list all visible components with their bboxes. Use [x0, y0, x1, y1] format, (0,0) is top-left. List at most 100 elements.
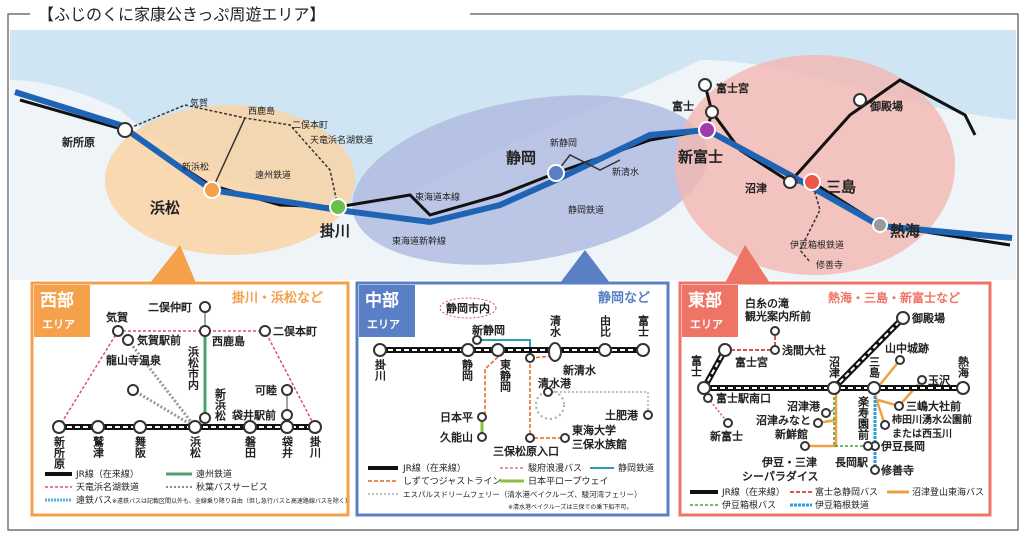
central-tag: 中部 [365, 290, 399, 311]
legend-label: 駿府浪漫バス [528, 462, 582, 474]
label-fujinomiya: 富士宮 [716, 81, 749, 95]
label-shinhamamatsu: 新浜松 [182, 161, 209, 173]
station-label: 舞阪 [134, 435, 147, 459]
legend-label: JR線（在来線） [721, 486, 785, 498]
station-label: 沼津みなと [756, 413, 811, 427]
east-tag: 東部 [688, 290, 722, 311]
label-mishima: 三島 [826, 178, 856, 196]
station-label: 西鹿島 [212, 334, 245, 348]
station-label: 新浜松 [214, 387, 227, 422]
legend-label: 伊豆箱根鉄道 [815, 499, 869, 511]
legend-label: 日本平ロープウェイ [528, 475, 608, 487]
station-label: 富士駅南口 [716, 391, 771, 405]
label-enshu: 遠州鉄道 [255, 169, 291, 181]
station-label: 静岡 [461, 358, 474, 382]
station-hamamatsu [203, 181, 221, 199]
station-label: 静岡市内 [446, 301, 490, 315]
station-label: 玉沢 [928, 373, 951, 387]
west-subtitle: 掛川・浜松など [232, 290, 323, 306]
legend-label: 静岡鉄道 [618, 462, 654, 474]
station-label: 御殿場 [911, 311, 945, 325]
label-shizutetsu: 静岡鉄道 [568, 204, 604, 216]
station-label: 富士 [690, 354, 703, 377]
station-label: 富士宮 [735, 355, 768, 369]
label-kiga: 気賀 [190, 97, 208, 109]
station-label: 楽寿園前 [857, 395, 871, 441]
label-atami: 熱海 [890, 222, 920, 240]
station-kakegawa [329, 198, 347, 216]
legend-label: しずてつジャストライン [403, 476, 501, 487]
station-gotemba [853, 93, 867, 107]
label-nishikajima: 西鹿島 [248, 105, 275, 117]
label-futamatahonmachi: 二俣本町 [292, 119, 328, 131]
station-label: 由比 [599, 314, 612, 338]
station-label: 観光案内所前 [745, 309, 811, 323]
station-label: 新所原 [53, 435, 66, 470]
station-label: シーパラダイス [742, 469, 819, 483]
station-label: 東海大学 [572, 423, 616, 437]
east-legend: JR線（在来線） 富士急静岡バス 沼津登山東海バス 伊豆箱根バス 伊豆箱根鉄道 [690, 486, 984, 511]
station-label: 柿田川湧水公園前 [892, 413, 972, 426]
station-label: 二俣仲町 [148, 300, 192, 314]
east-area-panel: 東部 エリア 熱海・三島・新富士など 白糸の滝 観光案内所前 浅間大社 富士宮 … [678, 281, 992, 517]
east-stations [697, 311, 970, 475]
page-title: 【ふじのくに家康公きっぷ周遊エリア】 [38, 5, 325, 24]
legend-label: JR線（在来線） [402, 462, 466, 474]
station-label: 伊豆・三津 [761, 455, 817, 469]
station-label: 可睦 [255, 383, 277, 397]
station-label: 新静岡 [472, 323, 505, 337]
label-izuhakone: 伊豆箱根鉄道 [790, 239, 844, 251]
station-label: 長岡駅 [835, 456, 868, 469]
station-label: 気賀 [106, 310, 128, 324]
station-label: 掛川 [374, 358, 388, 381]
station-label: または西玉川 [892, 428, 952, 440]
station-label: 新鮮館 [775, 427, 808, 441]
station-label: 三嶋大社前 [906, 399, 961, 413]
label-tenhama: 天竜浜名湖鉄道 [310, 134, 373, 146]
station-label: 浜松 [189, 435, 202, 459]
station-shizuoka [547, 164, 565, 182]
label-numazu: 沼津 [745, 181, 767, 195]
label-shuzenji: 修善寺 [816, 259, 843, 271]
station-label: 土肥港 [605, 408, 639, 422]
station-label: 清水 [549, 314, 562, 338]
label-tokaido-shinkansen: 東海道新幹線 [392, 235, 446, 247]
legend-label: 遠鉄バス [76, 494, 112, 506]
station-label: 新富士 [710, 429, 743, 443]
station-label: 袋井 [281, 435, 295, 459]
station-mishima [803, 173, 821, 191]
station-label: 掛川 [309, 435, 323, 458]
legend-note: ※遠鉄バスは記載区間以外も、全線乗り降り自由（但し急行バスと高速路線バスを除く） [112, 497, 351, 505]
station-label: 磐田 [244, 435, 257, 459]
legend-label: 富士急静岡バス [815, 486, 878, 498]
central-stations [373, 335, 653, 443]
station-label: 袋井駅前 [231, 408, 276, 422]
station-label: 修善寺 [880, 463, 914, 477]
west-tag: 西部 [40, 290, 74, 311]
label-fuji: 富士 [672, 99, 694, 113]
central-area-panel: 中部 エリア 静岡など 静岡市内 新静岡 掛川 静岡 東静岡 清水 由比 富士 … [355, 281, 670, 517]
station-label: 鷲津 [92, 435, 105, 459]
legend-label: 遠州鉄道 [196, 468, 232, 480]
station-label: 新清水 [563, 363, 597, 377]
label-shinfuji: 新富士 [678, 148, 723, 166]
overview-map: 新所原 浜松 掛川 静岡 新富士 富士 富士宮 御殿場 三島 沼津 熱海 伊豆箱… [10, 30, 1016, 283]
label-kakegawa: 掛川 [320, 222, 350, 240]
legend-label: 沼津登山東海バス [912, 486, 984, 498]
station-label: 富士 [637, 314, 650, 337]
station-label: 伊豆長岡 [880, 439, 925, 453]
east-subtitle: 熱海・三島・新富士など [828, 290, 960, 305]
station-fujinomiya [698, 78, 712, 92]
label-shizuoka: 静岡 [506, 149, 536, 167]
central-legend: JR線（在来線） 駿府浪漫バス 静岡鉄道 しずてつジャストライン 日本平ロープウ… [368, 462, 654, 511]
station-label: 三保水族館 [572, 437, 627, 451]
station-label: 熱海 [957, 355, 970, 379]
station-fuji [705, 105, 719, 119]
legend-label: 秋葉バスサービス [196, 481, 268, 493]
legend-label: 伊豆箱根バス [722, 499, 776, 511]
west-tag-sub: エリア [42, 318, 75, 331]
station-label: 清水港 [538, 376, 572, 390]
station-label: 山中城跡 [885, 341, 929, 355]
station-label: 三保松原入口 [493, 444, 559, 458]
